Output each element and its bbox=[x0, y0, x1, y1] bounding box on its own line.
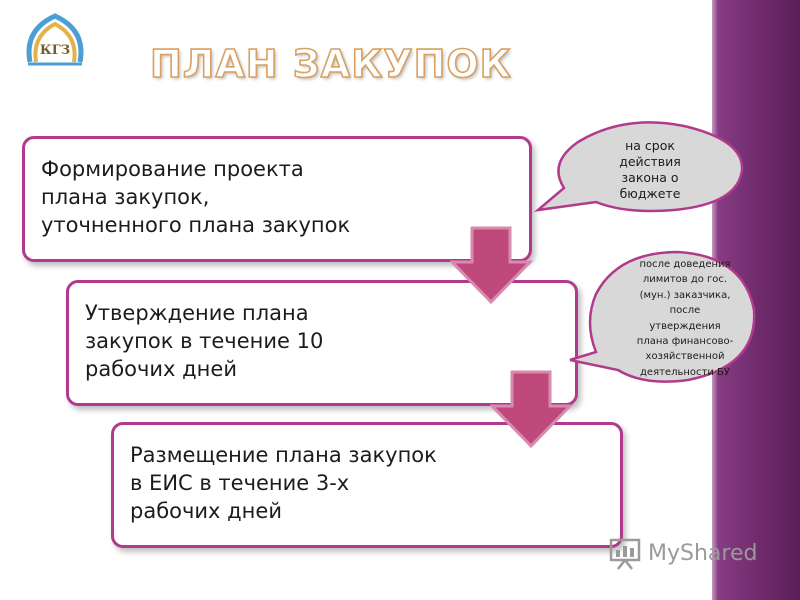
step-box-2: Утверждение плана закупок в течение 10 р… bbox=[66, 280, 578, 406]
step-2-text: Утверждение плана закупок в течение 10 р… bbox=[85, 301, 324, 381]
step-box-3: Размещение плана закупок в ЕИС в течение… bbox=[111, 422, 623, 548]
down-arrow-icon bbox=[490, 370, 574, 449]
presentation-board-icon bbox=[609, 538, 641, 570]
dome-logo-icon: КГЗ bbox=[26, 13, 84, 66]
speech-bubble-1 bbox=[534, 121, 744, 213]
logo: КГЗ bbox=[18, 10, 92, 70]
step-box-1: Формирование проекта плана закупок, уточ… bbox=[22, 136, 532, 262]
callout-2-text: после доведения лимитов до гос. (мун.) з… bbox=[636, 259, 734, 378]
step-3-text: Размещение плана закупок в ЕИС в течение… bbox=[130, 443, 437, 523]
speech-bubble-2 bbox=[569, 250, 756, 383]
down-arrow-icon bbox=[450, 226, 534, 305]
page-title: ПЛАН ЗАКУПОК bbox=[149, 41, 512, 87]
step-1-text: Формирование проекта плана закупок, уточ… bbox=[41, 157, 351, 237]
logo-text: КГЗ bbox=[40, 43, 70, 58]
watermark: MyShared bbox=[608, 536, 757, 570]
callout-1-text: на срок действия закона о бюджете bbox=[619, 138, 681, 201]
watermark-text: MyShared bbox=[648, 540, 758, 566]
